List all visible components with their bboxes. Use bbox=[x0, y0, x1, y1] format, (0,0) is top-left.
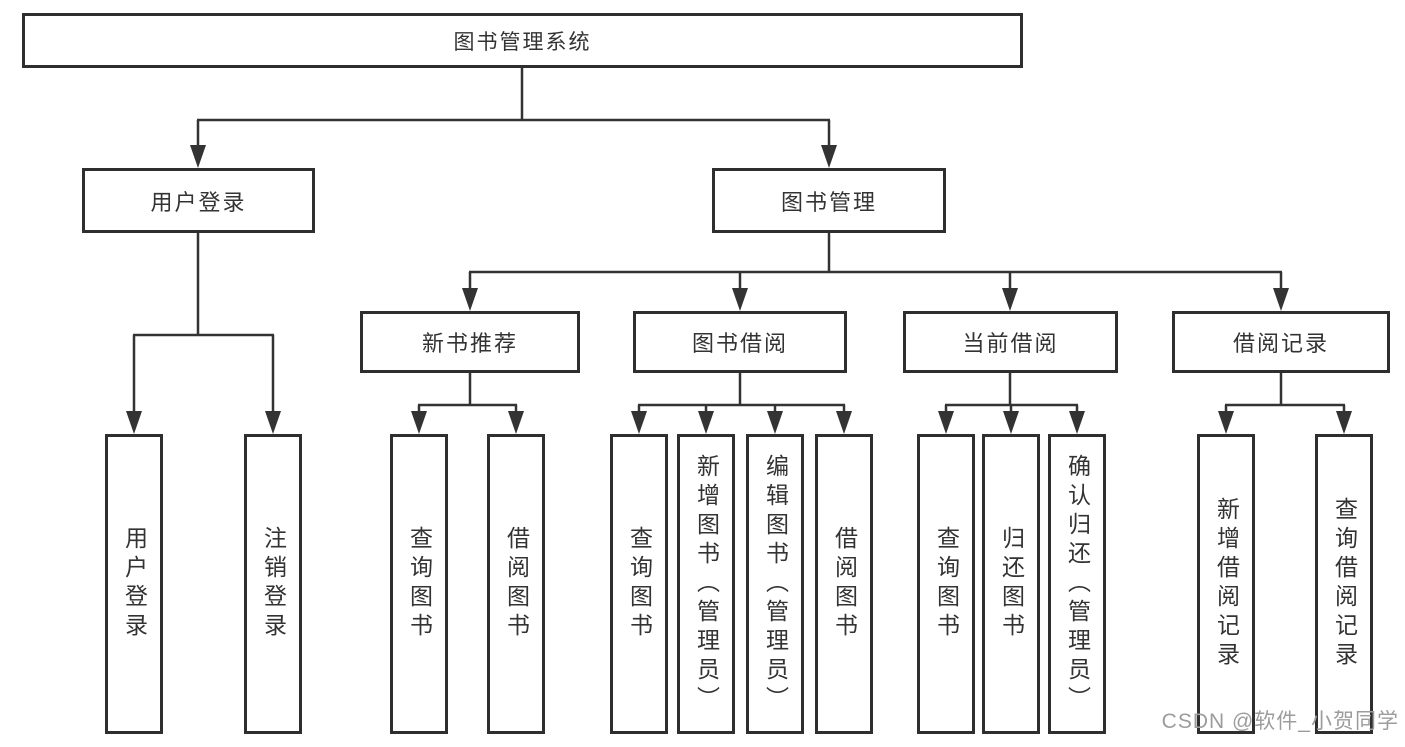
root-node: 图书管理系统 bbox=[22, 13, 1023, 68]
leaf-query-books-recommend-label: 查询图书 bbox=[406, 526, 433, 642]
node-user-login: 用户登录 bbox=[82, 168, 315, 233]
leaf-user-login: 用户登录 bbox=[105, 434, 163, 734]
leaf-return-book-label: 归还图书 bbox=[998, 526, 1025, 642]
leaf-query-books-recommend: 查询图书 bbox=[390, 434, 448, 734]
leaf-borrow-books-label: 借阅图书 bbox=[831, 526, 858, 642]
leaf-confirm-return-admin-label: 确认归还（管理员） bbox=[1064, 453, 1091, 715]
leaf-edit-book-admin-label: 编辑图书（管理员） bbox=[762, 453, 789, 715]
leaf-add-book-admin-label: 新增图书（管理员） bbox=[693, 453, 720, 715]
leaf-query-books-current-label: 查询图书 bbox=[933, 526, 960, 642]
leaf-user-login-label: 用户登录 bbox=[121, 526, 148, 642]
leaf-query-books-borrow: 查询图书 bbox=[610, 434, 668, 734]
node-book-borrow-label: 图书借阅 bbox=[691, 331, 788, 356]
node-book-management-label: 图书管理 bbox=[780, 189, 877, 215]
node-borrow-records: 借阅记录 bbox=[1172, 311, 1390, 373]
leaf-return-book: 归还图书 bbox=[982, 434, 1040, 734]
node-borrow-records-label: 借阅记录 bbox=[1232, 331, 1329, 356]
leaf-query-borrow-record: 查询借阅记录 bbox=[1315, 434, 1373, 734]
leaf-edit-book-admin: 编辑图书（管理员） bbox=[746, 434, 804, 734]
node-current-borrow: 当前借阅 bbox=[903, 311, 1118, 373]
node-book-borrow: 图书借阅 bbox=[633, 311, 847, 373]
leaf-add-book-admin: 新增图书（管理员） bbox=[677, 434, 735, 734]
leaf-borrow-books-recommend-label: 借阅图书 bbox=[503, 526, 530, 642]
node-new-book-recommend: 新书推荐 bbox=[360, 311, 580, 373]
node-book-management: 图书管理 bbox=[712, 168, 946, 233]
leaf-logout-label: 注销登录 bbox=[260, 526, 287, 642]
leaf-confirm-return-admin: 确认归还（管理员） bbox=[1048, 434, 1106, 734]
leaf-borrow-books-recommend: 借阅图书 bbox=[487, 434, 545, 734]
leaf-query-books-borrow-label: 查询图书 bbox=[626, 526, 653, 642]
leaf-add-borrow-record-label: 新增借阅记录 bbox=[1213, 497, 1240, 671]
root-node-label: 图书管理系统 bbox=[453, 30, 592, 54]
leaf-query-books-current: 查询图书 bbox=[917, 434, 975, 734]
node-current-borrow-label: 当前借阅 bbox=[962, 331, 1059, 356]
node-user-login-label: 用户登录 bbox=[150, 189, 247, 215]
leaf-add-borrow-record: 新增借阅记录 bbox=[1197, 434, 1255, 734]
watermark: CSDN @软件_小贺同学 bbox=[1161, 710, 1399, 733]
leaf-logout: 注销登录 bbox=[244, 434, 302, 734]
node-new-book-recommend-label: 新书推荐 bbox=[421, 331, 518, 356]
leaf-query-borrow-record-label: 查询借阅记录 bbox=[1331, 497, 1358, 671]
leaf-borrow-books: 借阅图书 bbox=[815, 434, 873, 734]
